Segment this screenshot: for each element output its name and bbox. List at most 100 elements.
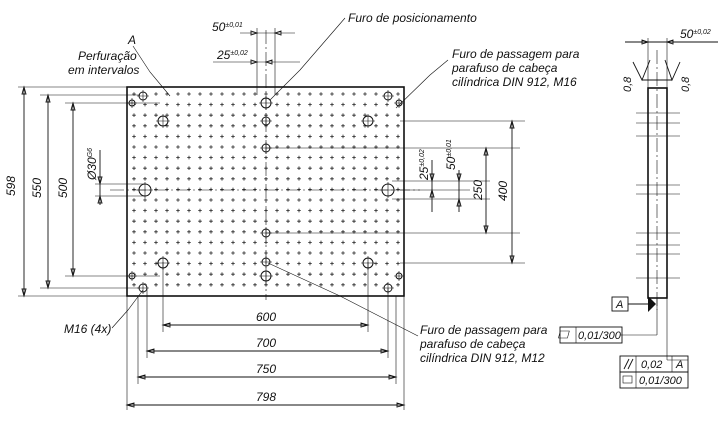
- grid-mark: [154, 166, 158, 170]
- grid-mark: [209, 251, 213, 255]
- grid-mark: [385, 113, 389, 117]
- grid-mark: [176, 261, 180, 266]
- grid-mark: [187, 177, 191, 181]
- grid-mark: [165, 272, 169, 276]
- grid-mark: [374, 272, 378, 276]
- grid-mark: [341, 113, 345, 117]
- grid-mark: [132, 124, 136, 128]
- grid-mark: [253, 272, 257, 276]
- grid-mark: [286, 102, 290, 107]
- grid-mark: [374, 155, 378, 160]
- grid-mark: [396, 92, 400, 96]
- grid-mark: [154, 240, 158, 245]
- dim-550: 550: [30, 178, 44, 198]
- label-detail-a: A: [127, 33, 136, 47]
- dim-50-right: 50±0,01: [444, 139, 458, 170]
- grid-mark: [154, 145, 158, 149]
- grid-mark: [352, 208, 356, 213]
- flatness-icon: [622, 375, 633, 384]
- grid-mark: [132, 251, 136, 255]
- grid-mark: [319, 219, 323, 223]
- grid-mark: [319, 92, 323, 96]
- grid-mark: [176, 219, 180, 223]
- grid-mark: [198, 155, 202, 160]
- grid-mark: [286, 272, 290, 276]
- grid-mark: [308, 187, 312, 192]
- grid-mark: [253, 283, 257, 287]
- grid-mark: [132, 240, 136, 245]
- grid-mark: [308, 113, 312, 117]
- grid-mark: [319, 272, 323, 276]
- grid-mark: [396, 208, 400, 213]
- grid-mark: [396, 166, 400, 170]
- grid-mark: [209, 177, 213, 181]
- grid-mark: [374, 198, 378, 202]
- grid-mark: [154, 92, 158, 96]
- grid-mark: [143, 102, 147, 107]
- grid-mark: [253, 230, 257, 234]
- grid-mark: [308, 92, 312, 96]
- grid-mark: [220, 208, 224, 213]
- grid-mark: [385, 240, 389, 245]
- grid-mark: [187, 272, 191, 276]
- grid-mark: [132, 219, 136, 223]
- grid-mark: [275, 166, 279, 170]
- grid-mark: [209, 240, 213, 245]
- grid-mark: [165, 198, 169, 202]
- grid-mark: [396, 283, 400, 287]
- grid-mark: [187, 198, 191, 202]
- grid-mark: [253, 102, 257, 107]
- grid-mark: [330, 92, 334, 96]
- grid-mark: [220, 261, 224, 266]
- grid-mark: [198, 208, 202, 213]
- grid-mark: [396, 124, 400, 128]
- grid-mark: [198, 251, 202, 255]
- grid-mark: [187, 251, 191, 255]
- dim-400: 400: [496, 181, 510, 201]
- grid-mark: [242, 208, 246, 213]
- grid-mark: [132, 134, 136, 139]
- grid-mark: [341, 134, 345, 139]
- grid-mark: [231, 208, 235, 213]
- grid-mark: [286, 198, 290, 202]
- grid-mark: [154, 113, 158, 117]
- grid-mark: [176, 240, 180, 245]
- grid-mark: [231, 230, 235, 234]
- grid-mark: [231, 166, 235, 170]
- grid-mark: [330, 208, 334, 213]
- grid-mark: [187, 92, 191, 96]
- grid-mark: [352, 134, 356, 139]
- grid-mark: [143, 124, 147, 128]
- grid-mark: [209, 134, 213, 139]
- grid-mark: [297, 124, 301, 128]
- grid-mark: [143, 155, 147, 160]
- grid-mark: [198, 187, 202, 192]
- grid-mark: [396, 240, 400, 245]
- grid-mark: [231, 272, 235, 276]
- dim-50-top: 50±0,01: [212, 20, 243, 34]
- grid-mark: [297, 261, 301, 266]
- grid-mark: [286, 240, 290, 245]
- side-flatness-2: 0,01/300: [639, 375, 683, 387]
- grid-mark: [396, 219, 400, 223]
- grid-mark: [231, 92, 235, 96]
- grid-mark: [275, 187, 279, 192]
- dim-250: 250: [471, 180, 485, 201]
- grid-mark: [187, 113, 191, 117]
- grid-mark: [176, 208, 180, 213]
- grid-mark: [253, 177, 257, 181]
- grid-mark: [242, 230, 246, 234]
- grid-mark: [396, 251, 400, 255]
- grid-mark: [165, 230, 169, 234]
- grid-mark: [220, 113, 224, 117]
- grid-mark: [396, 261, 400, 266]
- grid-mark: [341, 155, 345, 160]
- side-rough-left: 0,8: [622, 76, 634, 92]
- grid-mark: [308, 219, 312, 223]
- grid-mark: [319, 177, 323, 181]
- side-dim-50: 50±0,02: [680, 27, 711, 41]
- grid-mark: [253, 251, 257, 255]
- grid-mark: [297, 177, 301, 181]
- grid-mark: [308, 261, 312, 266]
- grid-mark: [154, 124, 158, 128]
